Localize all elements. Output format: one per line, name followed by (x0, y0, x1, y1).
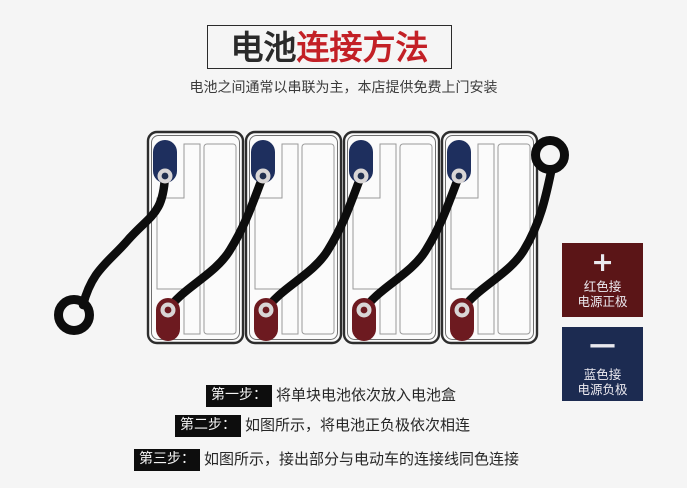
battery-1 (146, 130, 245, 345)
step-2: 第二步： 如图所示，将电池正负极依次相连 (175, 414, 471, 437)
wire-b2-to-b3 (261, 171, 366, 315)
step-1: 第一步： 将单块电池依次放入电池盒 (206, 384, 457, 407)
page-title-box: 电池连接方法 (207, 25, 452, 69)
battery-4-positive-terminal (450, 298, 474, 341)
page-subtitle: 电池之间通常以串联为主，本店提供免费上门安装 (189, 80, 498, 96)
wire-b1-to-b2 (163, 171, 268, 315)
step-2-text: 如图所示，将电池正负极依次相连 (245, 416, 471, 434)
battery-2 (244, 130, 343, 345)
step-3-tag: 第三步： (134, 448, 200, 471)
ring-terminal-left (54, 295, 94, 335)
legend-positive-line2: 电源正极 (577, 294, 628, 309)
step-3-text: 如图所示，接出部分与电动车的连接线同色连接 (204, 450, 520, 468)
wire-b3-to-b4 (359, 171, 464, 315)
page-title-part-dark: 电池 (230, 27, 297, 67)
step-2-tag: 第二步： (175, 414, 241, 437)
battery-2-negative-terminal (251, 140, 275, 184)
battery-4-negative-terminal (447, 140, 471, 184)
minus-icon: — (589, 329, 616, 360)
wire-group (78, 167, 556, 315)
wire-left-free-lead (78, 171, 170, 310)
battery-3-positive-terminal (352, 298, 376, 341)
legend-negative-line1: 蓝色接 (583, 367, 622, 382)
legend-negative-line2: 电源负极 (577, 382, 628, 397)
ring-terminal-right (531, 136, 569, 174)
step-3: 第三步： 如图所示，接出部分与电动车的连接线同色连接 (134, 448, 520, 471)
legend-positive: + 红色接 电源正极 (562, 243, 643, 317)
step-1-text: 将单块电池依次放入电池盒 (276, 386, 457, 404)
battery-3 (342, 130, 441, 345)
page-title-part-red: 连接方法 (296, 27, 429, 67)
legend-positive-line1: 红色接 (583, 279, 622, 294)
battery-1-negative-terminal (153, 140, 177, 184)
plus-icon: + (591, 247, 614, 278)
battery-4 (440, 130, 539, 345)
battery-1-positive-terminal (156, 298, 180, 341)
page-title: 电池连接方法 (231, 31, 429, 64)
battery-2-positive-terminal (254, 298, 278, 341)
battery-3-negative-terminal (349, 140, 373, 184)
legend-negative: — 蓝色接 电源负极 (562, 327, 643, 401)
step-1-tag: 第一步： (206, 384, 272, 407)
wire-right-free-lead (457, 167, 556, 315)
